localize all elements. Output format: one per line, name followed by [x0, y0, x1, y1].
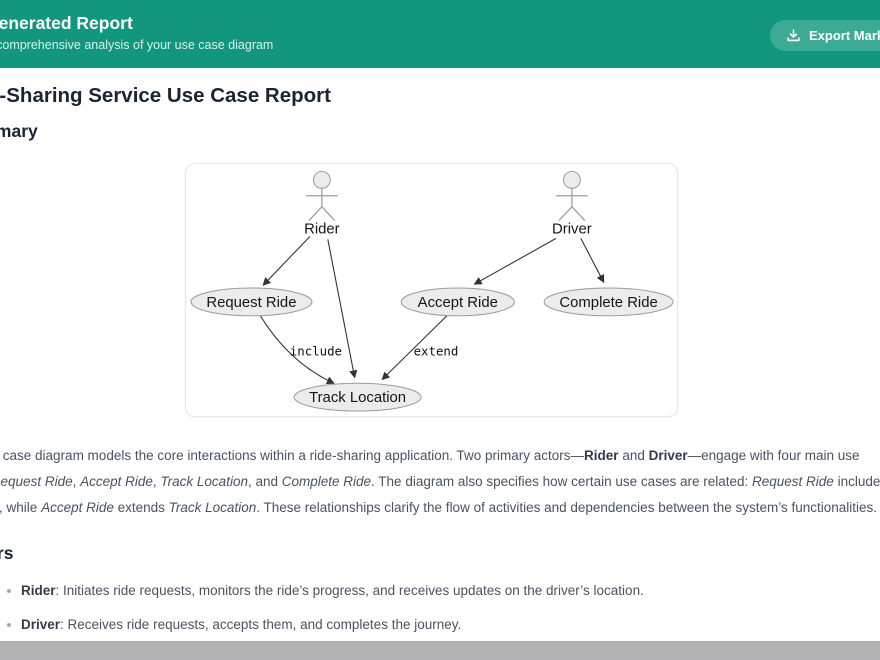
edge-label-extend: extend — [414, 343, 459, 358]
edge-driver-accept-ride — [473, 237, 557, 285]
usecase-request-ride-label: Request Ride — [206, 295, 296, 311]
actors-heading: Actors — [0, 543, 14, 563]
paragraph-line: Location, while Accept Ride extends Trac… — [0, 500, 878, 515]
edge-rider-track-location — [327, 239, 358, 379]
usecase-track-location: Track Location — [293, 382, 422, 412]
edge-label-include: include — [290, 343, 342, 358]
export-button-label: Export Markdown — [809, 28, 880, 43]
usecase-track-location-label: Track Location — [309, 390, 406, 406]
page-subtitle: A comprehensive analysis of your use cas… — [0, 38, 274, 52]
actor-bullet-item: Driver: Receives ride requests, accepts … — [0, 615, 880, 634]
actors-list: Rider: Initiates ride requests, monitors… — [0, 581, 880, 649]
actor-bullet-item: Rider: Initiates ride requests, monitors… — [0, 581, 880, 600]
usecase-request-ride: Request Ride — [190, 287, 313, 317]
edge-include — [259, 315, 335, 385]
edge-rider-request-ride — [262, 236, 311, 286]
page-title: Generated Report — [0, 13, 133, 33]
header-text-block: Generated Report A comprehensive analysi… — [0, 13, 273, 52]
horizontal-scrollbar[interactable] — [0, 641, 880, 660]
actor-rider-label: Rider — [304, 221, 340, 237]
usecase-complete-ride: Complete Ride — [543, 287, 674, 317]
edge-driver-complete-ride — [580, 238, 605, 284]
actor-rider: Rider — [304, 170, 340, 237]
summary-heading: Summary — [0, 121, 38, 141]
actor-head-icon — [312, 170, 331, 189]
paragraph-line: This use case diagram models the core in… — [0, 448, 860, 463]
actor-head-icon — [562, 170, 581, 189]
usecase-accept-ride-label: Accept Ride — [418, 295, 498, 311]
actor-driver: Driver — [552, 170, 592, 237]
header-bar: Generated Report A comprehensive analysi… — [0, 0, 880, 68]
use-case-diagram: include extend Rider — [190, 170, 674, 412]
usecase-complete-ride-label: Complete Ride — [559, 295, 657, 311]
export-markdown-button[interactable]: Export Markdown — [770, 20, 880, 51]
edge-extend — [381, 315, 448, 381]
actor-driver-label: Driver — [552, 221, 592, 237]
summary-paragraph: This use case diagram models the core in… — [0, 443, 880, 521]
paragraph-line: cases: Request Ride, Accept Ride, Track … — [0, 474, 880, 489]
report-title: Ride-Sharing Service Use Case Report — [0, 84, 331, 107]
usecase-accept-ride: Accept Ride — [400, 287, 515, 317]
use-case-diagram-card: include extend Rider — [185, 163, 678, 417]
download-icon — [787, 29, 800, 42]
